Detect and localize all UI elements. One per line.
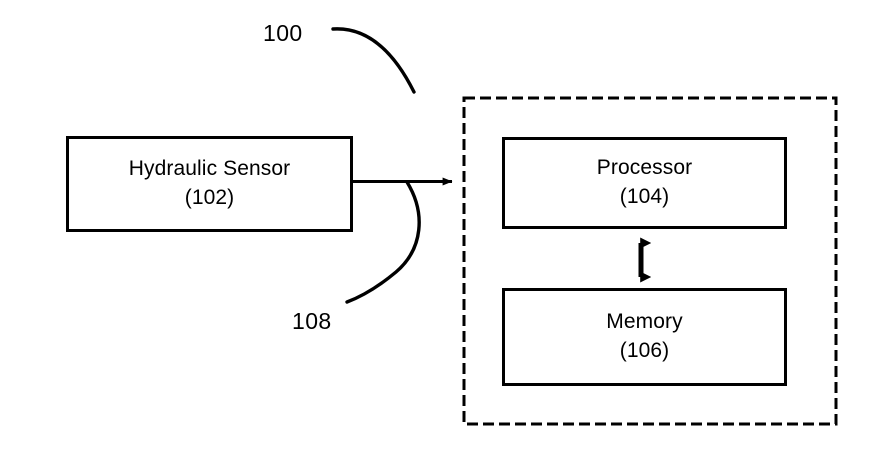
leader-line-100 — [331, 27, 416, 94]
block-processor: Processor (104) — [502, 137, 787, 229]
block-hydraulic-sensor-numeral: (102) — [184, 186, 235, 209]
reference-numeral-100: 100 — [263, 20, 303, 46]
reference-numeral-108: 108 — [292, 308, 332, 334]
block-memory-title: Memory — [606, 310, 683, 334]
block-memory-numeral: (106) — [619, 339, 670, 362]
block-memory: Memory (106) — [502, 288, 787, 386]
block-processor-numeral: (104) — [619, 185, 670, 208]
block-processor-title: Processor — [596, 156, 693, 180]
controller-enclosure-outline — [462, 96, 838, 426]
leader-line-108 — [345, 180, 421, 304]
block-hydraulic-sensor-title: Hydraulic Sensor — [128, 157, 291, 181]
block-hydraulic-sensor: Hydraulic Sensor (102) — [66, 136, 353, 232]
